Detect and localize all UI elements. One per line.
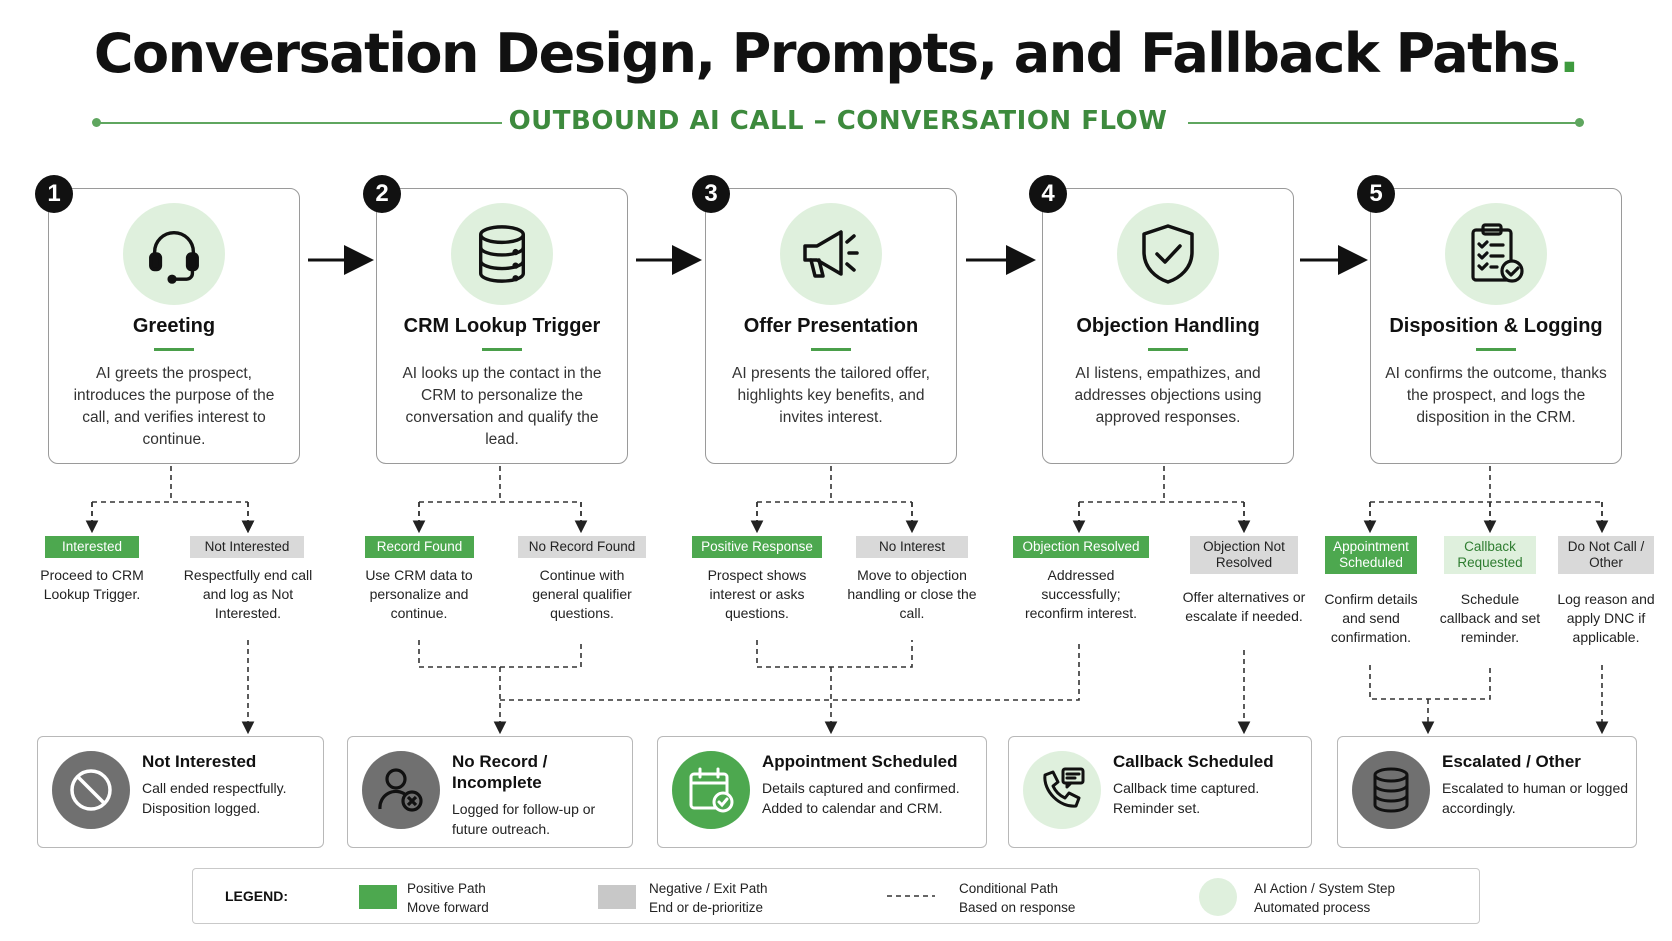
legend-title: LEGEND: bbox=[225, 888, 288, 904]
clipboard-check-icon bbox=[1445, 203, 1547, 305]
legend-swatch-positive bbox=[359, 885, 397, 909]
outcome-appointment-scheduled: Appointment Scheduled Details captured a… bbox=[657, 736, 987, 848]
outcome-title: No Record / Incomplete bbox=[452, 752, 548, 792]
megaphone-icon bbox=[780, 203, 882, 305]
branch-desc: Offer alternatives or escalate if needed… bbox=[1182, 589, 1306, 624]
step-title: Disposition & Logging bbox=[1389, 315, 1603, 337]
branch-tag-objection-resolved: Objection Resolved bbox=[1013, 536, 1149, 558]
outcome-body: Escalated to human or logged accordingly… bbox=[1442, 780, 1629, 816]
title-underline bbox=[811, 348, 851, 351]
step-number: 1 bbox=[35, 175, 73, 213]
branch-tag-positive-response: Positive Response bbox=[692, 536, 822, 558]
branch-desc: Respectfully end call and log as Not Int… bbox=[183, 567, 313, 621]
branch-desc: Log reason and apply DNC if applicable. bbox=[1557, 591, 1655, 645]
rule-right bbox=[1188, 122, 1580, 124]
branch-desc: Use CRM data to personalize and continue… bbox=[365, 567, 473, 621]
step-title: Greeting bbox=[132, 315, 216, 337]
phone-message-icon bbox=[1023, 751, 1101, 829]
outcome-escalated: Escalated / Other Escalated to human or … bbox=[1337, 736, 1637, 848]
branch-desc: Confirm details and send confirmation. bbox=[1324, 591, 1418, 645]
calendar-check-icon bbox=[672, 751, 750, 829]
user-x-icon bbox=[362, 751, 440, 829]
step-card-crm-lookup: 2 CRM Lookup Trigger AI looks up the con… bbox=[363, 175, 628, 464]
outcome-body: Details captured and confirmed. Added to… bbox=[762, 780, 960, 816]
step-card-greeting: 1 Greeting AI greets the prospect, intro… bbox=[35, 175, 300, 464]
outcome-title: Escalated / Other bbox=[1442, 752, 1581, 771]
step-card-offer: 3 Offer Presentation AI presents the tai… bbox=[692, 175, 957, 464]
step-number: 5 bbox=[1357, 175, 1395, 213]
branch-desc: Move to objection handling or close the … bbox=[847, 567, 977, 621]
outcome-title: Callback Scheduled bbox=[1113, 752, 1274, 771]
step-title: CRM Lookup Trigger bbox=[403, 315, 601, 337]
step-number: 4 bbox=[1029, 175, 1067, 213]
branch-desc: Proceed to CRM Lookup Trigger. bbox=[40, 567, 144, 602]
outcome-not-interested: Not Interested Call ended respectfully. … bbox=[37, 736, 324, 848]
rule-dot-right bbox=[1575, 118, 1584, 127]
step-card-objection: 4 Objection Handling AI listens, empathi… bbox=[1029, 175, 1294, 464]
branch-desc: Schedule callback and set reminder. bbox=[1439, 591, 1541, 645]
step-number: 2 bbox=[363, 175, 401, 213]
branch-desc: Addressed successfully; reconfirm intere… bbox=[1024, 567, 1138, 621]
step-card-disposition: 5 Disposition & Logging AI confirms the … bbox=[1357, 175, 1622, 464]
step-body: AI confirms the outcome, thanks the pros… bbox=[1385, 365, 1607, 426]
branch-tag-do-not-call: Do Not Call / Other bbox=[1558, 536, 1654, 574]
ban-icon bbox=[52, 751, 130, 829]
branch-desc: Continue with general qualifier question… bbox=[532, 567, 632, 621]
database-icon bbox=[1352, 751, 1430, 829]
headset-icon bbox=[123, 203, 225, 305]
title-underline bbox=[1148, 348, 1188, 351]
step-title: Objection Handling bbox=[1076, 315, 1260, 337]
branch-tag-callback-requested: Callback Requested bbox=[1444, 536, 1536, 574]
shield-check-icon bbox=[1117, 203, 1219, 305]
outcome-title: Appointment Scheduled bbox=[762, 752, 958, 771]
rule-left bbox=[96, 122, 502, 124]
branch-desc: Prospect shows interest or asks question… bbox=[707, 567, 807, 621]
title-underline bbox=[1476, 348, 1516, 351]
branch-tag-objection-not-resolved: Objection Not Resolved bbox=[1190, 536, 1298, 574]
branch-tag-not-interested: Not Interested bbox=[190, 536, 304, 558]
outcome-title: Not Interested bbox=[142, 752, 257, 771]
database-icon bbox=[451, 203, 553, 305]
step-number: 3 bbox=[692, 175, 730, 213]
subtitle-row: OUTBOUND AI CALL – CONVERSATION FLOW bbox=[92, 106, 1584, 142]
outcome-body: Callback time captured. Reminder set. bbox=[1113, 780, 1260, 816]
title-underline bbox=[482, 348, 522, 351]
legend-swatch-negative bbox=[598, 885, 636, 909]
step-body: AI presents the tailored offer, highligh… bbox=[732, 365, 930, 426]
step-body: AI greets the prospect, introduces the p… bbox=[73, 365, 275, 448]
branch-tag-interested: Interested bbox=[45, 536, 139, 558]
subtitle: OUTBOUND AI CALL – CONVERSATION FLOW bbox=[508, 106, 1168, 136]
branch-tag-record-found: Record Found bbox=[365, 536, 474, 558]
legend-swatch-conditional bbox=[887, 895, 935, 897]
page-title: Conversation Design, Prompts, and Fallba… bbox=[93, 22, 1580, 85]
branch-tag-appointment-scheduled: Appointment Scheduled bbox=[1325, 536, 1417, 574]
legend-swatch-ai-action bbox=[1199, 878, 1237, 916]
outcome-body: Call ended respectfully. Disposition log… bbox=[142, 780, 287, 816]
outcome-body: Logged for follow-up or future outreach. bbox=[452, 801, 596, 837]
branch-tag-no-interest: No Interest bbox=[856, 536, 968, 558]
step-body: AI looks up the contact in the CRM to pe… bbox=[402, 365, 602, 448]
step-body: AI listens, empathizes, and addresses ob… bbox=[1074, 365, 1262, 426]
outcome-no-record: No Record / Incomplete Logged for follow… bbox=[347, 736, 633, 848]
outcome-callback-scheduled: Callback Scheduled Callback time capture… bbox=[1008, 736, 1312, 848]
branch-tag-no-record: No Record Found bbox=[518, 536, 646, 558]
title-underline bbox=[154, 348, 194, 351]
step-title: Offer Presentation bbox=[743, 315, 919, 337]
